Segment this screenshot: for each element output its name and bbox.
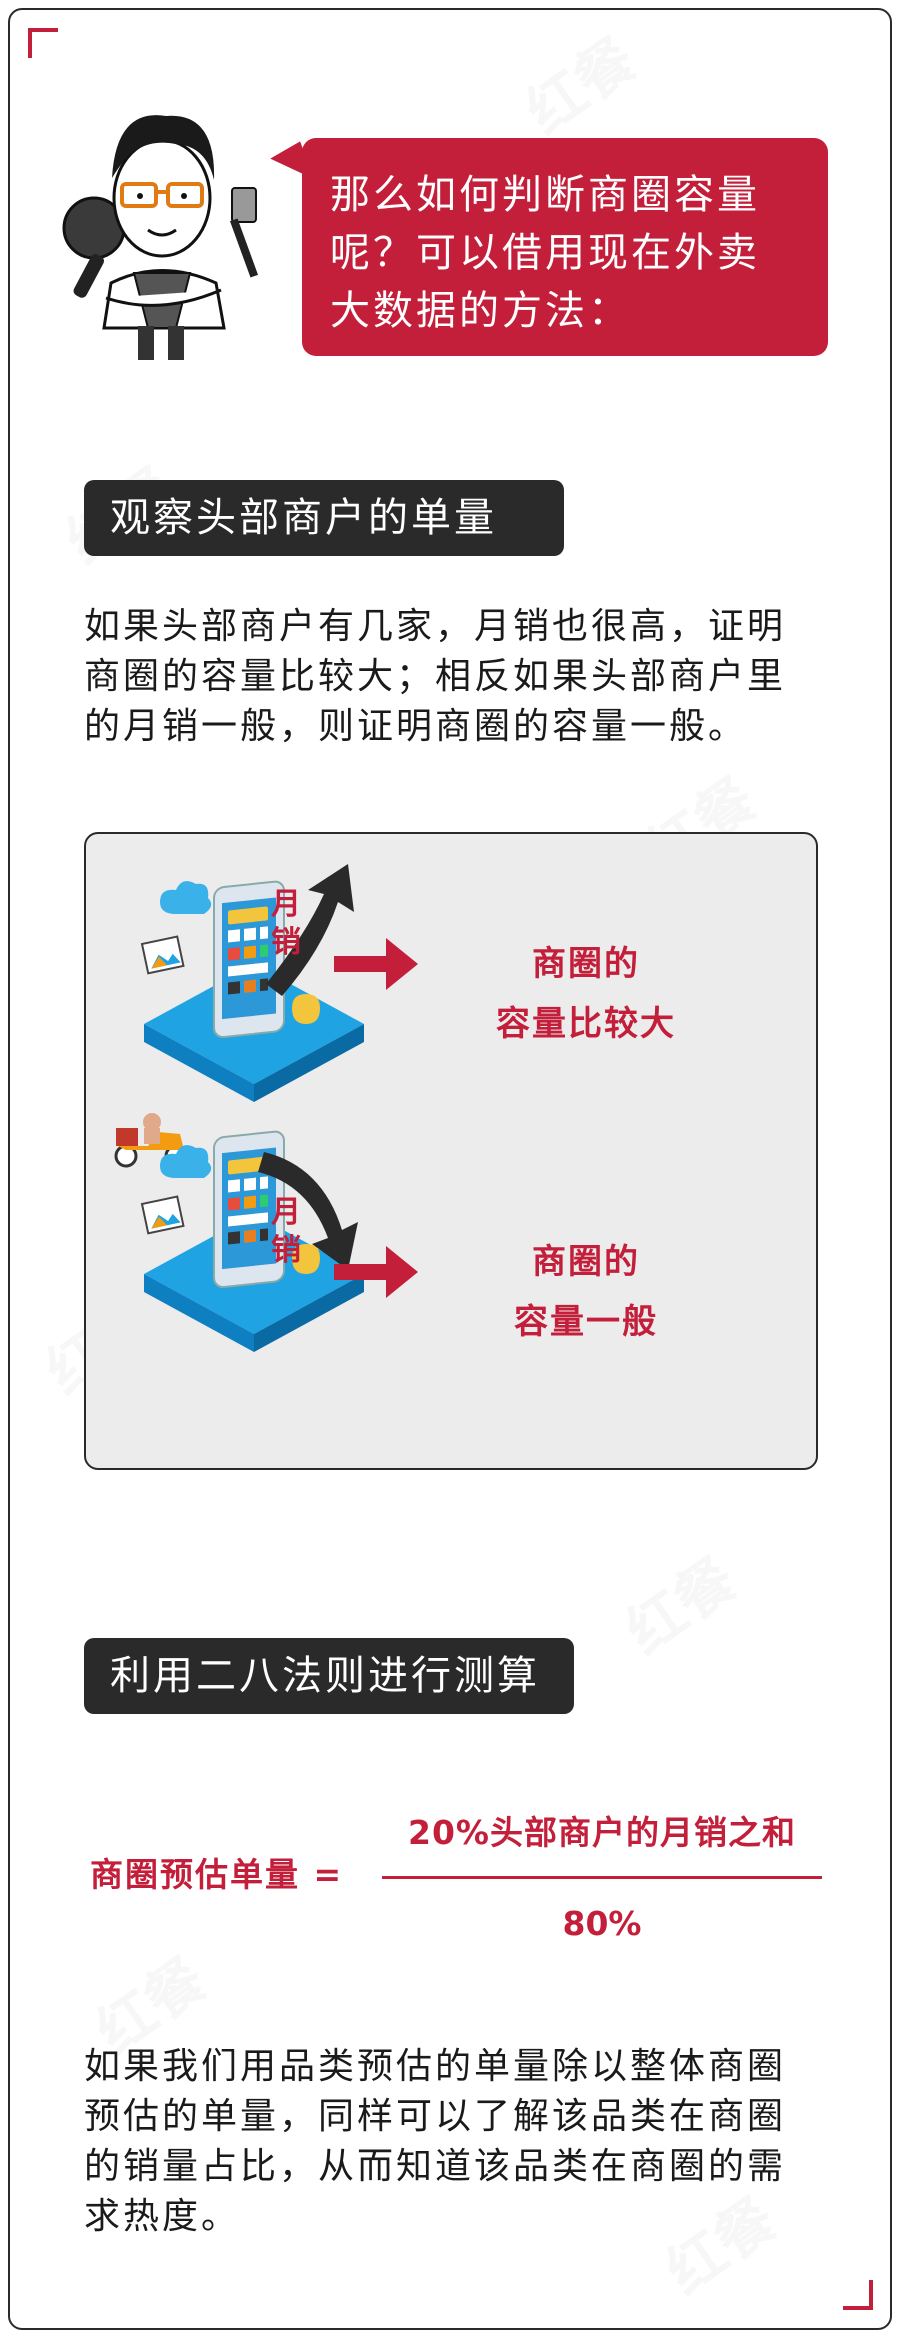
location-pin-icon — [292, 994, 320, 1024]
page-frame — [8, 8, 892, 2330]
chef-mascot-illustration — [62, 115, 259, 360]
trend-up-arrow-icon — [266, 864, 354, 996]
section1-paragraph: 如果头部商户有几家，月销也很高，证明 商圈的容量比较大；相反如果头部商户里 的月… — [84, 602, 824, 752]
paragraph-line: 商圈的容量比较大；相反如果头部商户里 — [84, 656, 787, 697]
right-arrow-icon — [334, 938, 418, 990]
trend-down-arrow-icon — [258, 1152, 358, 1270]
section2-paragraph: 如果我们用品类预估的单量除以整体商圈 预估的单量，同样可以了解该品类在商圈 的销… — [84, 2042, 824, 2242]
corner-decoration-top-left — [28, 28, 58, 58]
paragraph-line: 的月销一般，则证明商圈的容量一般。 — [84, 706, 748, 747]
paragraph-line: 如果头部商户有几家，月销也很高，证明 — [84, 606, 787, 647]
result-large-capacity: 商圈的 容量比较大 — [496, 944, 676, 1044]
formula-left-side: 商圈预估单量 = — [90, 1855, 344, 1894]
speech-bubble: 那么如何判断商圈容量 呢？可以借用现在外卖 大数据的方法： — [302, 138, 828, 356]
photo-icon — [140, 1195, 185, 1235]
formula-fraction-bar — [382, 1876, 822, 1879]
right-arrow-icon — [334, 1246, 418, 1298]
bubble-line: 那么如何判断商圈容量 — [330, 172, 760, 218]
cloud-icon — [160, 881, 212, 914]
bubble-line: 大数据的方法： — [330, 288, 631, 334]
monthly-sales-label-bottom: 月 销 — [271, 1195, 301, 1268]
formula-denominator: 80% — [562, 1904, 642, 1943]
bubble-line: 呢？可以借用现在外卖 — [330, 230, 760, 276]
corner-decoration-bottom-right — [843, 2280, 873, 2310]
section-heading-observe-top-merchants: 观察头部商户的单量 — [84, 480, 564, 556]
paragraph-line: 的销量占比，从而知道该品类在商圈的需 — [84, 2146, 787, 2187]
location-pin-icon — [292, 1244, 320, 1274]
section-heading-pareto-estimation: 利用二八法则进行测算 — [84, 1638, 574, 1714]
formula-numerator: 20%头部商户的月销之和 — [408, 1813, 796, 1852]
monthly-sales-label-top: 月 销 — [271, 887, 301, 960]
paragraph-line: 如果我们用品类预估的单量除以整体商圈 — [84, 2046, 787, 2087]
paragraph-line: 求热度。 — [84, 2196, 241, 2237]
cloud-icon — [160, 1145, 212, 1178]
paragraph-line: 预估的单量，同样可以了解该品类在商圈 — [84, 2096, 787, 2137]
comparison-illustration-panel: 月 销 商圈的 容量比较大 月 销 商圈的 容量一般 — [84, 832, 818, 1470]
result-average-capacity: 商圈的 容量一般 — [514, 1242, 658, 1342]
photo-icon — [140, 935, 185, 975]
